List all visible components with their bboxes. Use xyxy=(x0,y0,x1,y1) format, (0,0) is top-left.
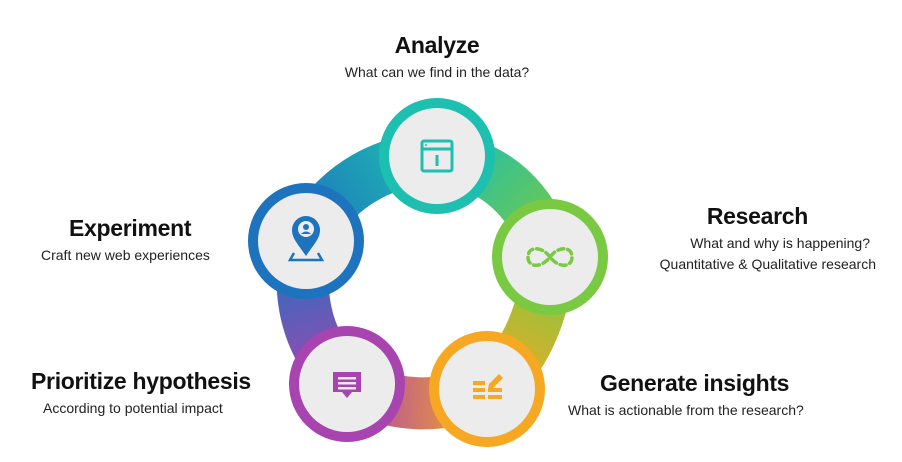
infinity-icon xyxy=(526,247,574,267)
stage-subtitle: What is actionable from the research? xyxy=(568,402,804,418)
ring-center xyxy=(344,200,508,363)
stage-title: Prioritize hypothesis xyxy=(31,368,251,394)
node-analyze xyxy=(379,98,495,214)
label-analyze: Analyze What can we find in the data? xyxy=(312,32,562,82)
stage-title: Generate insights xyxy=(600,370,790,396)
label-generate-insights: Generate insights What is actionable fro… xyxy=(568,370,868,420)
stage-subtitle: Quantitative & Qualitative research xyxy=(659,256,876,272)
label-experiment: Experiment Craft new web experiences xyxy=(41,215,261,265)
stage-subtitle: What and why is happening? xyxy=(690,235,870,251)
map-pin-user-icon xyxy=(287,216,325,262)
chat-bubble-icon xyxy=(333,372,361,398)
checklist-pencil-icon xyxy=(473,374,503,399)
stage-title: Experiment xyxy=(69,215,192,241)
label-research: Research What and why is happening? Quan… xyxy=(600,203,876,274)
node-prioritize-hypothesis xyxy=(289,326,405,442)
stage-subtitle: What can we find in the data? xyxy=(344,64,530,80)
node-research xyxy=(492,199,608,315)
stage-subtitle: Craft new web experiences xyxy=(41,247,210,263)
stage-title: Research xyxy=(706,203,808,229)
stage-subtitle: According to potential impact xyxy=(43,400,223,416)
label-prioritize-hypothesis: Prioritize hypothesis According to poten… xyxy=(31,368,281,418)
browser-window-icon xyxy=(420,139,454,173)
node-experiment xyxy=(248,183,364,299)
node-generate-insights xyxy=(429,331,545,447)
stage-title: Analyze xyxy=(394,32,480,58)
